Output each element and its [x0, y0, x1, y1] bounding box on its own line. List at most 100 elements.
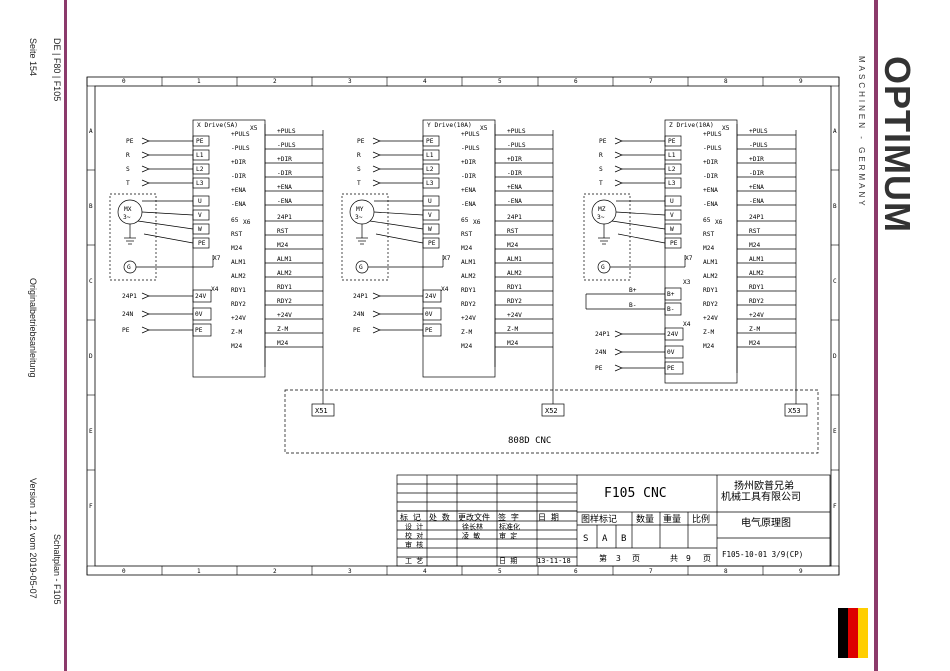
motor-wire [615, 211, 666, 216]
sheet-number: 9 [686, 554, 691, 563]
power-terminal-box [192, 289, 212, 303]
drive-signal-label: +PULS [461, 131, 480, 138]
port-label: X4 [683, 321, 691, 328]
input-arrow [372, 292, 381, 300]
check-label: 校 对 [405, 531, 423, 540]
motor-wire [369, 220, 424, 230]
drive-signal-label: Z-M [703, 329, 714, 336]
drive-signal-label: ALM2 [231, 273, 246, 280]
wire-label: 24P1 [277, 214, 292, 221]
frame-col-number: 8 [724, 568, 728, 575]
power-terminal-box [664, 361, 684, 375]
drive-signal-label: +24V [703, 315, 718, 322]
title-row-label: 签 字 [498, 512, 519, 522]
power-input-label: PE [126, 138, 134, 145]
terminal-box [422, 163, 440, 175]
motor-wire [141, 211, 194, 216]
pe-wire [617, 233, 666, 244]
wire-label: M24 [749, 242, 760, 249]
input-arrow [141, 179, 150, 187]
cnc-connector-box [541, 403, 565, 417]
motor-terminal-label: PE [428, 240, 436, 247]
wire-label: +ENA [277, 184, 292, 191]
drive-signal-label: ALM1 [703, 259, 718, 266]
terminal-label: PE [196, 138, 204, 145]
input-arrow [372, 137, 381, 145]
pe-wire [143, 233, 194, 244]
flag-stripe-red [848, 608, 858, 658]
brake-terminal-label: B+ [667, 291, 675, 298]
diagram-name: 电气原理图 [741, 516, 791, 529]
drive-signal-label: ALM1 [461, 259, 476, 266]
frame-row-letter: F [833, 503, 837, 510]
wire-label: Z-M [507, 326, 518, 333]
wire-label: +PULS [277, 128, 296, 135]
cnc-connector-box [311, 403, 335, 417]
terminal-label: L1 [668, 152, 676, 159]
port-label: X7 [685, 255, 693, 262]
power-input-label: T [357, 180, 361, 187]
frame-row-letter: A [89, 128, 93, 135]
left-margin-rule [64, 0, 67, 671]
power-terminal-label: 24V [425, 293, 436, 300]
wire-label: +24V [507, 312, 522, 319]
sheet-number: 第 [599, 553, 607, 563]
port-label: X6 [473, 219, 481, 226]
motor-terminal-label: U [198, 198, 202, 205]
motor-terminal-label: W [670, 226, 674, 233]
terminal-box [664, 177, 682, 189]
power-terminal-label: PE [195, 327, 203, 334]
drive-signal-label: -DIR [703, 173, 718, 180]
title-row-label: 处 数 [429, 512, 450, 522]
motor-terminal-label: W [198, 226, 202, 233]
wire-label: +PULS [507, 128, 526, 135]
wire-label: ALM2 [277, 270, 292, 277]
power-in-label: PE [595, 365, 603, 372]
check-name: 凌 敏 [462, 531, 480, 540]
power-terminal-box [664, 327, 684, 341]
sheet-number: 页 [703, 554, 711, 563]
cnc-enclosure [284, 389, 819, 454]
input-arrow [372, 310, 381, 318]
drive-signal-label: RDY2 [703, 301, 718, 308]
power-terminal-label: 24V [195, 293, 206, 300]
drive-signal-label: RST [703, 231, 714, 238]
port-label: X5 [722, 125, 730, 132]
company-name: 机械工具有限公司 [721, 490, 801, 503]
drive-signal-label: M24 [461, 343, 472, 350]
terminal-label: L1 [196, 152, 204, 159]
stage-header: 比例 [692, 513, 710, 525]
drive-signal-label: RDY2 [461, 301, 476, 308]
wire-label: -DIR [507, 170, 522, 177]
drive-signal-label: -ENA [461, 201, 476, 208]
drawing-number: F105-10-01 3/9(CP) [722, 550, 803, 559]
drive-signal-label: RDY2 [231, 301, 246, 308]
stage-mark: S [583, 534, 588, 544]
design-name: 徐长林 [462, 522, 483, 531]
wire-label: +PULS [749, 128, 768, 135]
frame-row-letter: D [89, 353, 93, 360]
drive-box [664, 119, 738, 384]
motor-wire [611, 220, 666, 230]
terminal-label: L3 [426, 180, 434, 187]
frame-col-number: 1 [197, 568, 201, 575]
power-terminal-box [664, 345, 684, 359]
power-in-label: PE [353, 327, 361, 334]
drive-signal-label: -ENA [703, 201, 718, 208]
power-in-label: 24N [595, 349, 606, 356]
wire-label: -PULS [749, 142, 768, 149]
frame-col-number: 5 [498, 568, 502, 575]
wire-label: +24V [277, 312, 292, 319]
frame-col-number: 9 [799, 568, 803, 575]
motor-enclosure [109, 193, 157, 281]
date-label: 日 期 [499, 557, 517, 565]
wire-label: -DIR [749, 170, 764, 177]
wire-label: +ENA [507, 184, 522, 191]
stage-mark: A [602, 534, 608, 544]
wire-label: ALM1 [277, 256, 292, 263]
power-terminal-box [422, 323, 442, 337]
flag-stripe-gold [858, 608, 868, 658]
frame-col-number: 7 [649, 568, 653, 575]
frame-col-number: 3 [348, 78, 352, 85]
motor-terminal-label: PE [198, 240, 206, 247]
